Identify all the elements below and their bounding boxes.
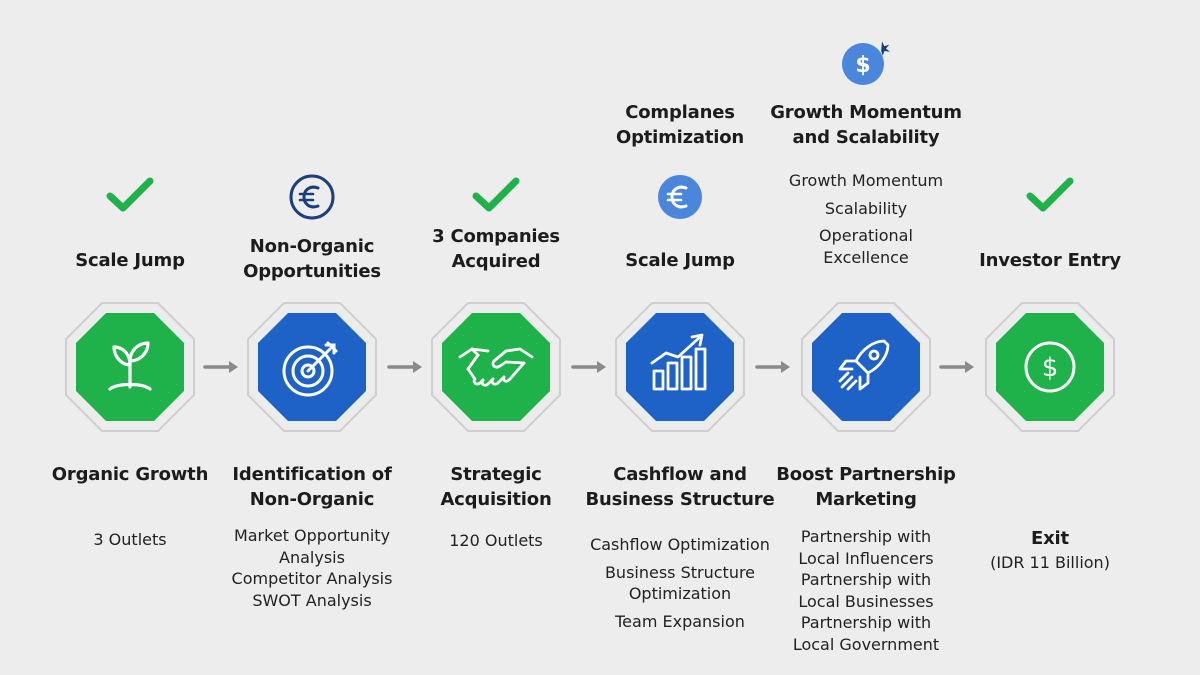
step-1-details: 3 Outlets [93, 530, 167, 549]
step-4-bottom-title: Cashflow and Business Structure [585, 464, 775, 510]
step-4-details: Cashflow Optimization Business Structure… [590, 535, 770, 631]
step-3-bottom-title: Strategic Acquisition [440, 464, 552, 510]
step-2-details: Market Opportunity Analysis Competitor A… [231, 526, 393, 610]
arrow-right-icon [939, 361, 974, 373]
step-5-hexagon [798, 299, 934, 435]
step-2-bottom-title: Identification of Non-Organic [232, 464, 392, 510]
step-5-bottom-title: Boost Partnership Marketing [776, 464, 956, 510]
step-6-top-label: Investor Entry [979, 250, 1121, 271]
sprout-icon [108, 341, 152, 391]
step-1-top-label: Scale Jump [75, 250, 185, 271]
step-6-exit-value: (IDR 11 Billion) [990, 553, 1110, 572]
step-5-upper-label: Growth Momentum and Scalability [770, 102, 962, 148]
step-4-upper-label: Complanes Optimization [615, 102, 745, 148]
step-2-top-label: Non-Organic Opportunities [243, 236, 381, 282]
svg-text:$: $ [855, 53, 870, 78]
step-3-hexagon [428, 299, 564, 435]
arrow-right-icon [571, 361, 606, 373]
step-6-hexagon: $ [982, 299, 1118, 435]
arrow-right-icon [203, 361, 238, 373]
growth-chart-icon [650, 333, 707, 391]
euro-icon [658, 175, 702, 219]
step-1-hexagon [62, 299, 198, 435]
euro-icon [289, 174, 335, 220]
dollar-circle-icon: $ [1024, 341, 1076, 393]
check-icon [1026, 177, 1074, 212]
step-2-hexagon [244, 299, 380, 435]
step-6-exit-title: Exit [1031, 528, 1069, 549]
step-1-bottom-title: Organic Growth [51, 464, 209, 485]
arrow-right-icon [755, 361, 790, 373]
dollar-icon: $ [842, 41, 890, 85]
svg-text:$: $ [1042, 353, 1059, 383]
check-icon [472, 177, 520, 212]
step-5-details: Partnership with Local Influencers Partn… [792, 527, 940, 654]
handshake-icon [458, 347, 534, 387]
step-4-hexagon [612, 299, 748, 435]
arrow-right-icon [387, 361, 422, 373]
step-3-top-label: 3 Companies Acquired [432, 226, 560, 272]
step-3-details: 120 Outlets [449, 531, 543, 550]
target-icon [282, 341, 338, 397]
step-5-top-details: Growth Momentum Scalability Operational … [788, 171, 944, 267]
rocket-icon [838, 339, 890, 391]
check-icon [106, 177, 154, 212]
step-4-top-label: Scale Jump [625, 250, 735, 271]
